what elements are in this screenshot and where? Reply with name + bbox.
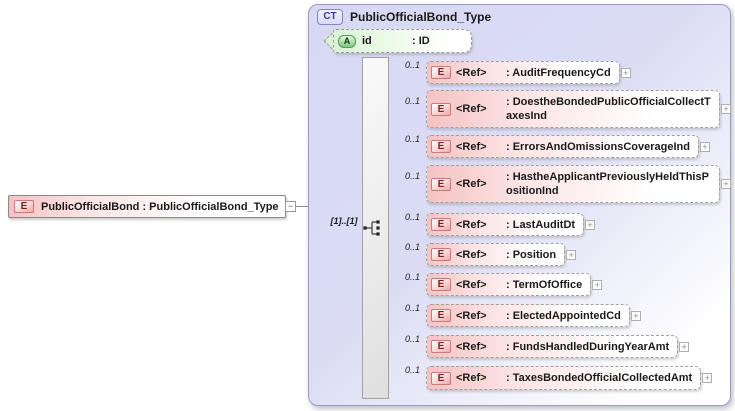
- complex-type-title: PublicOfficialBond_Type: [350, 10, 492, 24]
- cardinality-label: 0..1: [404, 133, 420, 144]
- element-icon: E: [431, 177, 451, 191]
- element-name: : LastAuditDt: [506, 218, 576, 231]
- cardinality-label: 0..1: [404, 59, 420, 70]
- element-ref-label: <Ref>: [456, 372, 487, 384]
- element-box[interactable]: E <Ref> : FundsHandledDuringYearAmt +: [426, 335, 690, 358]
- element-box[interactable]: E <Ref> : Position +: [426, 243, 577, 266]
- element-box[interactable]: E <Ref> : TaxesBondedOfficialCollectedAm…: [426, 366, 713, 390]
- root-element-label: PublicOfficialBond : PublicOfficialBond_…: [41, 200, 279, 213]
- attribute-box[interactable]: A id : ID: [333, 29, 472, 53]
- cardinality-label: 0..1: [404, 302, 420, 313]
- element-ref-label: <Ref>: [456, 140, 487, 153]
- element-icon: E: [431, 248, 451, 261]
- connector-line: [291, 206, 323, 207]
- cardinality-label: 0..1: [404, 365, 420, 375]
- element-box[interactable]: E <Ref> : TermOfOffice +: [426, 273, 603, 296]
- element-ref-label: <Ref>: [456, 309, 487, 322]
- element-icon: E: [431, 309, 451, 322]
- element-ref-label: <Ref>: [456, 248, 487, 261]
- element-icon: E: [431, 218, 451, 231]
- element-box[interactable]: E <Ref> : ErrorsAndOmissionsCoverageInd …: [426, 135, 710, 158]
- element-ref-label: <Ref>: [456, 278, 487, 291]
- cardinality-label: 0..1: [404, 333, 420, 344]
- expand-button[interactable]: +: [620, 67, 631, 78]
- expand-button[interactable]: +: [721, 179, 731, 189]
- element-name: : FundsHandledDuringYearAmt: [506, 340, 670, 353]
- complex-type-icon: CT: [317, 9, 343, 25]
- element-ref-label: <Ref>: [456, 66, 487, 79]
- element-ref-label: <Ref>: [456, 178, 487, 190]
- element-ref-label: <Ref>: [456, 218, 487, 231]
- expand-button[interactable]: +: [592, 279, 603, 290]
- element-ref-label: <Ref>: [456, 103, 487, 115]
- element-name: : ElectedAppointedCd: [506, 309, 621, 322]
- expand-button[interactable]: +: [721, 104, 731, 114]
- element-icon: E: [431, 278, 451, 291]
- attribute-name: id: [362, 35, 372, 47]
- cardinality-label: 0..1: [404, 271, 420, 282]
- element-icon: E: [431, 340, 451, 353]
- element-box[interactable]: E <Ref> : HastheApplicantPreviouslyHeldT…: [426, 165, 731, 203]
- cardinality-label: 0..1: [404, 96, 420, 106]
- element-name: : HastheApplicantPreviouslyHeldThisPosit…: [506, 171, 709, 197]
- cardinality-label: 0..1: [404, 241, 420, 252]
- cardinality-label: 0..1: [404, 171, 420, 181]
- sequence-compositor-icon[interactable]: [362, 219, 382, 242]
- expand-button[interactable]: +: [702, 373, 713, 383]
- element-name: : AuditFrequencyCd: [506, 66, 611, 79]
- attribute-type: : ID: [412, 35, 430, 47]
- root-element-box[interactable]: E PublicOfficialBond : PublicOfficialBon…: [8, 195, 296, 218]
- element-name: : Position: [506, 248, 557, 261]
- collapse-button[interactable]: −: [285, 200, 296, 212]
- element-name: : TaxesBondedOfficialCollectedAmt: [506, 372, 693, 384]
- element-name: : TermOfOffice: [506, 278, 583, 291]
- element-icon: E: [431, 371, 451, 385]
- expand-button[interactable]: +: [566, 249, 577, 260]
- element-ref-label: <Ref>: [456, 340, 487, 353]
- expand-button[interactable]: +: [679, 341, 690, 352]
- element-icon: E: [431, 66, 451, 79]
- element-box[interactable]: E <Ref> : LastAuditDt +: [426, 213, 596, 236]
- element-box[interactable]: E <Ref> : AuditFrequencyCd +: [426, 61, 631, 84]
- element-icon: E: [431, 140, 451, 153]
- element-icon: E: [14, 200, 34, 213]
- attribute-icon: A: [338, 34, 356, 48]
- sequence-cardinality-label: [1]..[1]: [330, 216, 358, 226]
- expand-button[interactable]: +: [700, 141, 710, 152]
- element-name: : DoestheBondedPublicOfficialCollectTaxe…: [506, 96, 711, 122]
- element-name: : ErrorsAndOmissionsCoverageInd: [506, 140, 690, 153]
- cardinality-label: 0..1: [404, 211, 420, 222]
- element-box[interactable]: E <Ref> : DoestheBondedPublicOfficialCol…: [426, 90, 731, 128]
- element-icon: E: [431, 102, 451, 116]
- expand-button[interactable]: +: [630, 310, 641, 321]
- element-box[interactable]: E <Ref> : ElectedAppointedCd +: [426, 304, 641, 327]
- expand-button[interactable]: +: [585, 219, 596, 230]
